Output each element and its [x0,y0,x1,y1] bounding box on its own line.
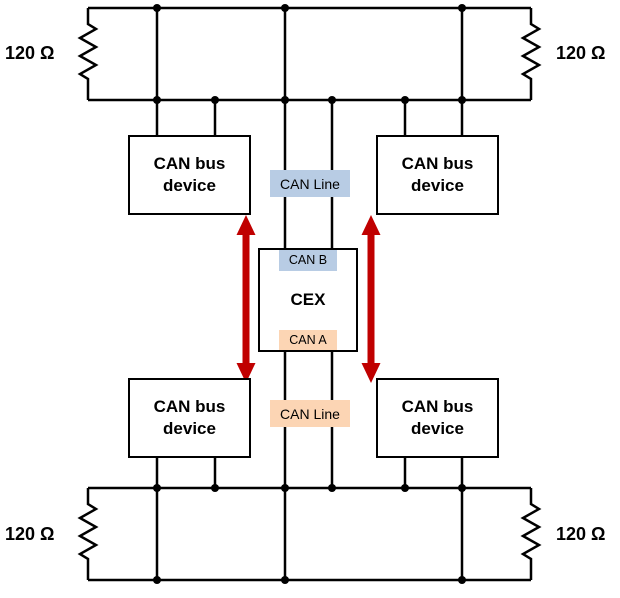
can-line-label-top: CAN Line [270,170,350,197]
device-label-line1: CAN bus [401,396,474,416]
device-label-line2: device [163,419,216,438]
device-label-line2: device [163,176,216,195]
resistor-bottom-left [77,488,99,580]
termination-label-bottom-right: 120 Ω [556,524,606,544]
device-label-line2: device [411,419,464,438]
termination-label-top-right: 120 Ω [556,43,606,63]
bidirectional-arrows [236,215,381,383]
resistor-bottom-right [520,488,542,580]
resistor-top-right [520,8,542,100]
device-label-line2: device [411,176,464,195]
cex-port-can-a: CAN A [279,329,337,350]
can-line-label-bottom: CAN Line [270,400,350,427]
bidirectional-arrow-left [236,215,256,383]
termination-label-bottom-left: 120 Ω [5,524,55,544]
bidirectional-arrow-right [361,215,381,383]
resistor-top-left [77,8,99,100]
can-device-box-top-left: CAN bus device [128,135,251,215]
cex-title: CEX [290,290,326,309]
junction-dots [153,4,466,584]
device-label-line1: CAN bus [153,396,226,416]
can-device-box-bottom-left: CAN bus device [128,378,251,458]
can-device-box-top-right: CAN bus device [376,135,499,215]
termination-label-top-left: 120 Ω [5,43,55,63]
can-device-box-bottom-right: CAN bus device [376,378,499,458]
cex-port-can-b: CAN B [278,250,338,271]
device-label-line1: CAN bus [153,153,226,173]
cex-box: CAN B CEX CAN A [258,248,358,352]
device-label-line1: CAN bus [401,153,474,173]
